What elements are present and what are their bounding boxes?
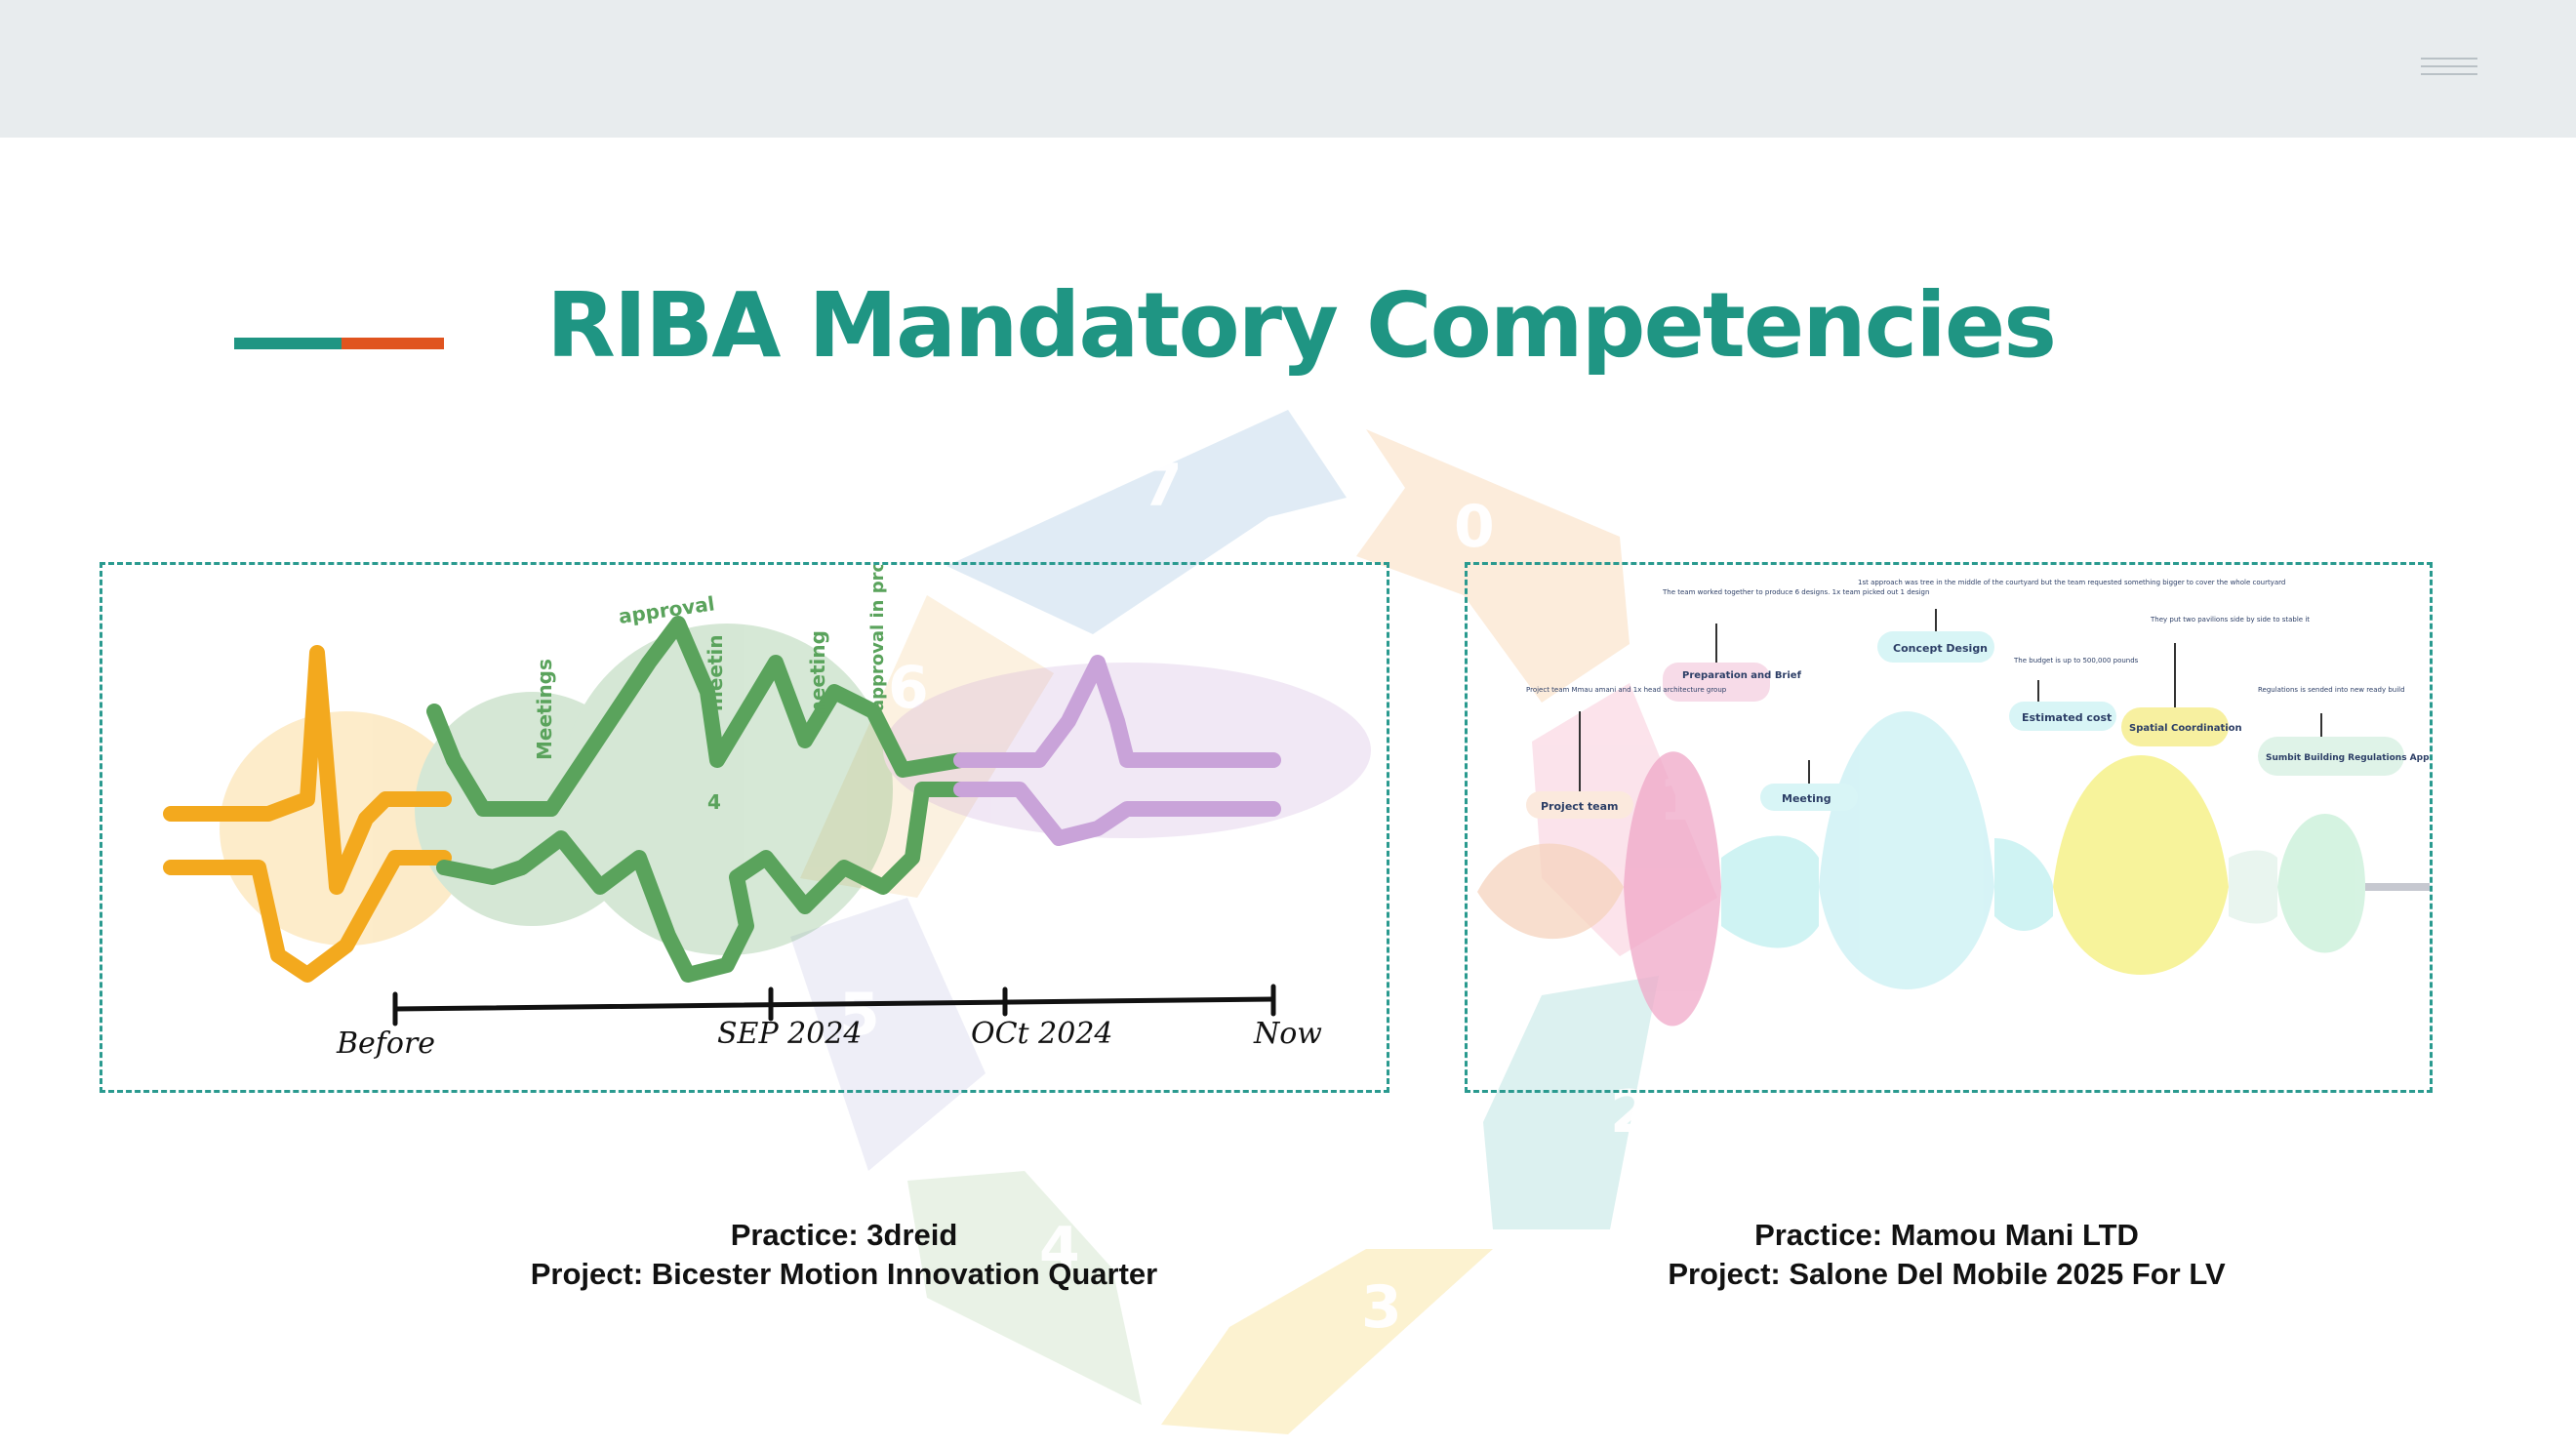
- annotation-meetin: meetin: [704, 634, 727, 711]
- timeline-label-oct-2024: OCt 2024: [971, 1017, 1113, 1051]
- annotation-meeting: meeting: [806, 630, 829, 721]
- stage-concept-design: Concept Design: [1893, 642, 1988, 655]
- annotation-number-4: 4: [707, 790, 721, 814]
- note-project-team: Project team Mmau amani and 1x head arch…: [1526, 686, 1727, 694]
- note-spatial-coordination: They put two pavilions side by side to s…: [2150, 616, 2310, 624]
- accent-bar-teal: [234, 338, 342, 349]
- stage-number-3: 3: [1361, 1273, 1402, 1342]
- stage-meeting: Meeting: [1782, 792, 1831, 805]
- annotation-approval-in-progress: approval in progress: [867, 565, 888, 711]
- stage-spatial-coordination: Spatial Coordination: [2129, 723, 2242, 734]
- top-bar: [0, 0, 2576, 138]
- timeline-label-now: Now: [1253, 1017, 1322, 1051]
- stage-number-7: 7: [1142, 452, 1183, 520]
- stage-diagram: Project team Preparation and Brief Meeti…: [1477, 579, 2430, 1026]
- stage-number-6: 6: [888, 654, 929, 722]
- note-concept-design: 1st approach was tree in the middle of t…: [1858, 579, 2285, 586]
- stage-project-team: Project team: [1541, 800, 1619, 813]
- hamburger-icon[interactable]: [2415, 54, 2483, 85]
- note-preparation: The team worked together to produce 6 de…: [1662, 588, 1929, 596]
- timeline-label-sep-2024: SEP 2024: [717, 1017, 863, 1051]
- right-project-name: Project: Salone Del Mobile 2025 For LV: [1668, 1257, 2226, 1291]
- stage-number-5: 5: [839, 981, 880, 1049]
- stage-preparation-and-brief: Preparation and Brief: [1682, 670, 1802, 681]
- stage-number-0: 0: [1454, 493, 1495, 561]
- accent-bar-orange: [342, 338, 444, 349]
- slide-title: RIBA Mandatory Competencies: [546, 273, 2057, 378]
- stage-number-4: 4: [1039, 1215, 1080, 1283]
- timeline-label-before: Before: [336, 1026, 435, 1061]
- left-project-panel: Before SEP 2024 OCt 2024 Now approval Me…: [100, 562, 1389, 1093]
- annotation-approval: approval: [617, 591, 716, 628]
- stage-estimated-cost: Estimated cost: [2022, 711, 2112, 724]
- note-estimated-cost: The budget is up to 500,000 pounds: [2013, 657, 2139, 664]
- right-project-panel: Project team Preparation and Brief Meeti…: [1465, 562, 2433, 1093]
- stage-sumbit-building-regulations: Sumbit Building Regulations Application: [2266, 753, 2430, 763]
- note-regulations: Regulations is sended into new ready bui…: [2258, 686, 2405, 694]
- right-practice-name: Practice: Mamou Mani LTD: [1754, 1218, 2139, 1252]
- annotation-meetings: Meetings: [533, 659, 556, 760]
- stage-number-2: 2: [1610, 1078, 1651, 1147]
- timeline-sketch: Before SEP 2024 OCt 2024 Now approval Me…: [163, 565, 1371, 1061]
- left-project-name: Project: Bicester Motion Innovation Quar…: [530, 1257, 1158, 1291]
- left-practice-name: Practice: 3dreid: [730, 1218, 958, 1252]
- right-project-caption: Practice: Mamou Mani LTD Project: Salone…: [1522, 1216, 2371, 1294]
- left-project-caption: Practice: 3dreid Project: Bicester Motio…: [293, 1216, 1395, 1294]
- process-wheel-graphic: 7 0 1 2 3 4 5 6: [790, 410, 1717, 1434]
